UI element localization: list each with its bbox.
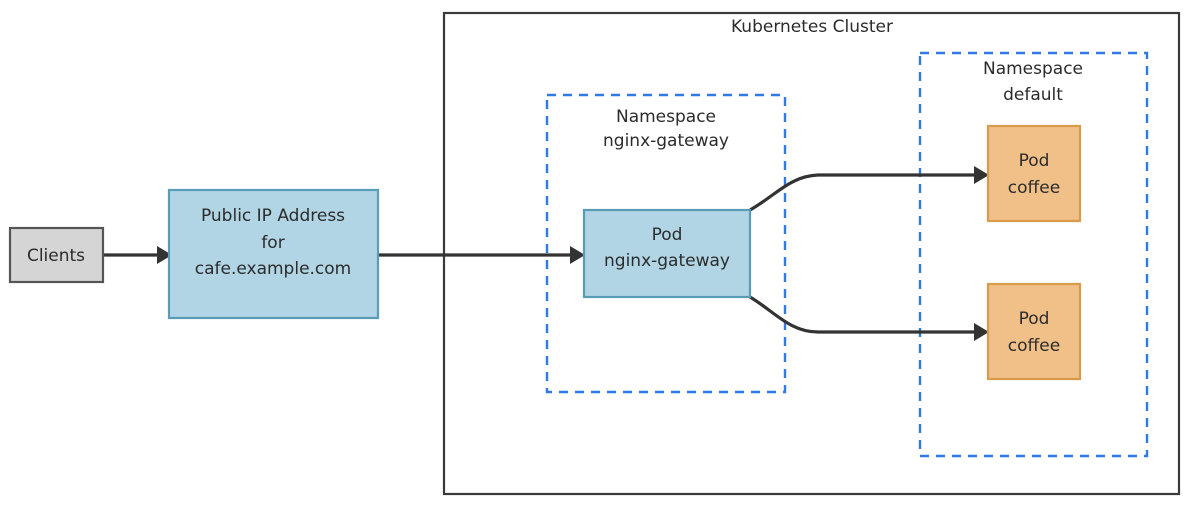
node-clients[interactable]: Clients [8,226,105,284]
node-public-ip-address-label-line2: for [261,233,284,253]
node-public-ip-address[interactable]: Public IP Address for cafe.example.com [167,188,380,320]
node-public-ip-address-label-line3: cafe.example.com [195,259,352,279]
namespace-nginx-gateway-boundary [545,93,787,394]
node-pod-nginx-gateway-box[interactable] [582,208,752,299]
node-pod-coffee-top-label-line2: coffee [1008,178,1060,198]
edge-gateway-to-coffee-top-line [749,173,974,212]
edge-public-ip-to-gateway [378,246,585,264]
node-clients-label: Clients [27,246,85,266]
node-pod-coffee-top[interactable]: Pod coffee [986,124,1082,223]
namespace-nginx-gateway-label-line2: nginx-gateway [603,131,729,151]
node-public-ip-address-label-line1: Public IP Address [201,206,345,226]
edge-gateway-to-coffee-top-arrowhead [974,166,989,184]
node-pod-coffee-bottom-label-line1: Pod [1019,309,1050,329]
node-pod-coffee-bottom-box[interactable] [986,282,1082,381]
edge-clients-to-public-ip [103,246,172,264]
node-pod-coffee-top-box[interactable] [986,124,1082,223]
kubernetes-cluster-label: Kubernetes Cluster [731,17,893,37]
edges-group [103,166,989,341]
edge-gateway-to-coffee-bottom [749,295,989,341]
node-pod-coffee-bottom-label-line2: coffee [1008,336,1060,356]
namespace-default-boundary [918,51,1149,458]
node-clients-box[interactable] [8,226,105,284]
namespace-nginx-gateway-label-line1: Namespace [616,107,716,127]
namespace-default-group: Namespace default [918,51,1149,458]
edge-clients-to-public-ip-arrowhead [157,246,172,264]
node-pod-coffee-bottom[interactable]: Pod coffee [986,282,1082,381]
edge-gateway-to-coffee-bottom-line [749,295,974,334]
node-pod-nginx-gateway-label-line2: nginx-gateway [604,251,730,271]
node-public-ip-address-box[interactable] [167,188,380,320]
node-pod-coffee-top-label-line1: Pod [1019,151,1050,171]
namespace-default-label-line1: Namespace [983,59,1083,79]
node-pod-nginx-gateway[interactable]: Pod nginx-gateway [582,208,752,299]
edge-gateway-to-coffee-bottom-arrowhead [974,323,989,341]
node-pod-nginx-gateway-label-line1: Pod [652,225,683,245]
namespace-default-label-line2: default [1003,85,1063,105]
edge-gateway-to-coffee-top [749,166,989,212]
namespace-nginx-gateway-group: Namespace nginx-gateway [545,93,787,394]
edge-public-ip-to-gateway-arrowhead [570,246,585,264]
